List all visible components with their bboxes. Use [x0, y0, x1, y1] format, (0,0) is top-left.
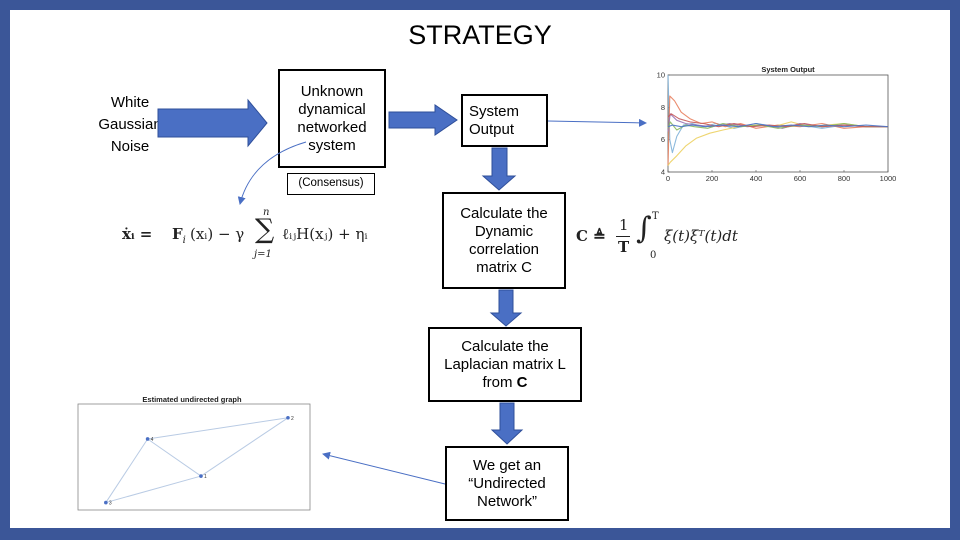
chart-xtick-label: 200	[706, 174, 719, 183]
graph-node-label: 3	[109, 501, 112, 507]
dynamics-sum-top: n	[263, 207, 270, 218]
graph-nodes: 1 2 3 4	[104, 416, 294, 507]
corr-int-top: T	[652, 211, 659, 222]
arrow-laplacian-to-network	[490, 402, 524, 445]
graph-node-2	[286, 415, 290, 420]
graph-frame	[77, 403, 311, 511]
laplacian-line-3-bold: C	[516, 373, 528, 391]
arrow-output-to-correlation	[481, 147, 517, 191]
arrow-correlation-to-laplacian	[489, 289, 523, 327]
corr-lhs-text: C ≜	[576, 227, 606, 245]
correlation-matrix-label: Calculate the Dynamic correlation matrix…	[460, 204, 548, 276]
chart-series-line-7	[667, 122, 889, 128]
dynamics-lhs: ẋᵢ =	[122, 225, 152, 243]
arrow-output-to-chart	[547, 118, 647, 127]
chart-ytick-label: 4	[661, 168, 665, 177]
graph-edge-1-3	[105, 475, 202, 504]
system-output-box: System Output	[461, 94, 548, 147]
graph-node-label: 2	[291, 416, 294, 422]
correlation-equation: C ≜ 1 T ∫ T 0 ξ(t)ξᵀ(t)dt	[576, 207, 796, 271]
chart-xtick-label: 600	[794, 174, 807, 183]
chart-title: System Output	[761, 65, 815, 74]
consensus-label: (Consensus)	[298, 177, 364, 190]
dynamics-f-text: F	[172, 225, 183, 243]
chart-xtick-label: 1000	[880, 174, 897, 183]
undirected-network-label: We get an “Undirected Network”	[468, 456, 546, 510]
graph-edge-1-4	[147, 438, 202, 477]
unknown-system-label: Unknown dynamical networked system	[297, 82, 367, 154]
graph-edges	[105, 417, 289, 504]
dynamics-sum-bottom: j=1	[254, 249, 272, 260]
corr-integral-sign: ∫	[636, 211, 652, 246]
corr-int-bottom: 0	[650, 250, 657, 261]
arrow-system-to-output	[388, 104, 458, 136]
corr-frac-num: 1	[619, 216, 629, 234]
laplacian-line-1: Calculate the	[461, 337, 549, 355]
chart-series	[667, 74, 889, 166]
dynamics-sum-sign: ∑	[255, 214, 275, 245]
slide: STRATEGY White Gaussian Noise Unknown dy…	[10, 10, 950, 528]
laplacian-line-3-prefix: from	[482, 373, 517, 391]
dynamics-f-arg: (xᵢ) − γ	[190, 225, 245, 243]
graph-node-3	[104, 500, 108, 505]
graph-edge-2-4	[147, 417, 289, 440]
graph-edge-1-2	[200, 417, 289, 477]
dynamics-f: Fi	[172, 225, 186, 246]
estimated-graph: Estimated undirected graph 1 2 3 4	[77, 395, 311, 511]
system-output-label: System Output	[469, 102, 520, 138]
undirected-network-box: We get an “Undirected Network”	[445, 446, 569, 521]
chart-ytick-label: 10	[657, 71, 665, 80]
chart-xtick-label: 400	[750, 174, 763, 183]
noise-label-text: White Gaussian Noise	[98, 94, 162, 155]
chart-ticks: 0 200 400 600 800 1000 4 6 8 10	[657, 71, 897, 184]
laplacian-box: Calculate the Laplacian matrix L from C	[428, 327, 582, 402]
graph-node-1	[199, 474, 203, 478]
graph-node-label: 1	[204, 474, 207, 480]
corr-frac-den: T	[618, 238, 630, 256]
consensus-box: (Consensus)	[287, 173, 375, 195]
graph-node-label: 4	[151, 437, 154, 443]
correlation-matrix-box: Calculate the Dynamic correlation matrix…	[442, 192, 566, 289]
dynamics-rhs: ℓᵢⱼH(xⱼ) + ηᵢ	[282, 225, 368, 243]
laplacian-line-3: from C	[444, 374, 566, 392]
arrow-system-to-equation	[237, 141, 307, 205]
chart-ytick-label: 6	[661, 135, 665, 144]
arrow-network-to-graph	[322, 451, 446, 485]
corr-frac-bar	[616, 236, 630, 237]
white-gaussian-noise-label: White Gaussian Noise	[80, 92, 180, 157]
laplacian-label: Calculate the Laplacian matrix L from C	[444, 338, 566, 392]
corr-integrand: ξ(t)ξᵀ(t)dt	[664, 227, 738, 245]
chart-xtick-label: 0	[666, 174, 670, 183]
system-output-chart: System Output 0 200 400 600 800 1000 4 6 8 10	[648, 64, 898, 190]
chart-plot-area	[667, 74, 889, 173]
graph-node-4	[145, 437, 150, 441]
chart-ytick-label: 8	[661, 103, 665, 112]
corr-lhs: C ≜	[576, 227, 606, 245]
dynamics-equation: ẋᵢ = Fi (xᵢ) − γ n ∑ j=1 ℓᵢⱼH(xⱼ) + ηᵢ	[122, 207, 422, 267]
arrow-noise-to-system	[157, 98, 268, 148]
laplacian-line-2: Laplacian matrix L	[444, 355, 566, 373]
chart-xtick-label: 800	[838, 174, 851, 183]
dynamics-f-sub: i	[182, 235, 186, 246]
dynamics-lhs-text: ẋᵢ =	[122, 225, 153, 243]
unknown-system-box: Unknown dynamical networked system	[278, 69, 386, 168]
graph-edge-3-4	[105, 438, 149, 503]
graph-title: Estimated undirected graph	[142, 395, 242, 404]
slide-title: STRATEGY	[408, 20, 552, 50]
